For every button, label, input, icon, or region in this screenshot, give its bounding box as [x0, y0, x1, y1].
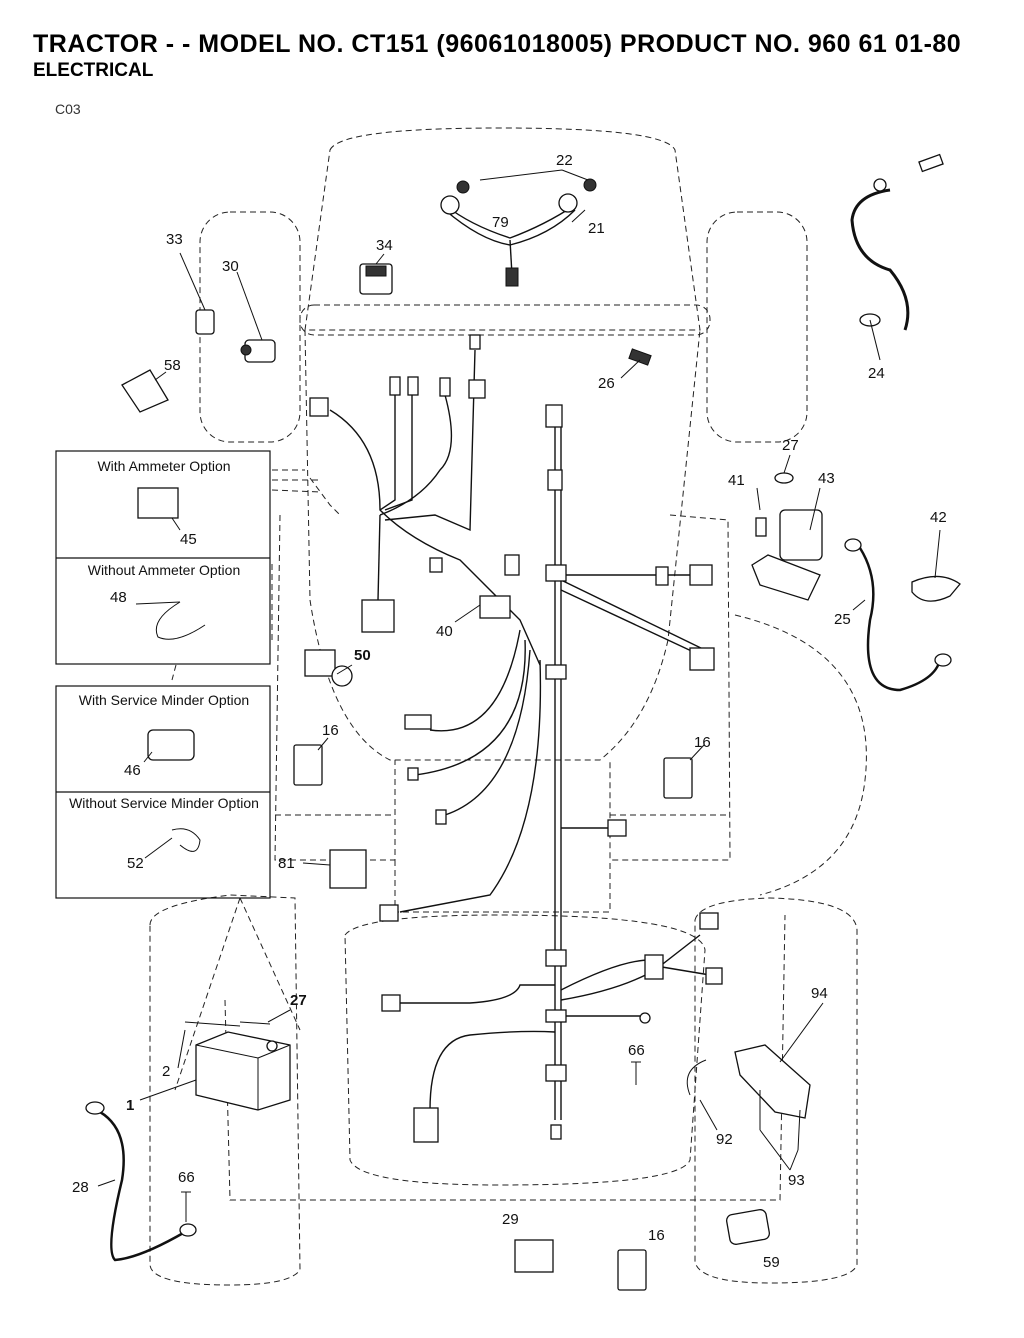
wiring-harness: [329, 349, 711, 1120]
terminal-boot-42: [911, 575, 961, 602]
label-58: 58: [164, 357, 181, 374]
label-2: 2: [162, 1063, 170, 1080]
label-46: 46: [124, 762, 141, 779]
page-title: TRACTOR - - MODEL NO. CT151 (96061018005…: [33, 30, 962, 58]
relay-81: [329, 849, 367, 889]
leader-lines: [97, 169, 941, 1187]
label-94: 94: [811, 985, 828, 1002]
ignition-key-and-switch: [195, 309, 276, 363]
label-27-top: 27: [782, 437, 799, 454]
label-79: 79: [492, 214, 509, 231]
label-42: 42: [930, 509, 947, 526]
label-34: 34: [376, 237, 393, 254]
screw-66-left: [181, 1191, 191, 1222]
label-66-left: 66: [178, 1169, 195, 1186]
module-94: [734, 1044, 811, 1151]
without-service-minder-label: Without Service Minder Option: [69, 795, 259, 811]
screw-66-right: [631, 1061, 641, 1085]
switch-29: [514, 1239, 554, 1273]
label-59: 59: [763, 1254, 780, 1271]
battery: [195, 1031, 291, 1111]
label-26: 26: [598, 375, 615, 392]
label-43: 43: [818, 470, 835, 487]
switch-34: [359, 263, 393, 295]
label-24: 24: [868, 365, 885, 382]
service-minder-option-box: [55, 685, 271, 899]
label-27-bottom: 27: [290, 992, 307, 1009]
battery-hardware: [184, 1021, 271, 1027]
with-ammeter-label: With Ammeter Option: [97, 458, 230, 474]
ground-cable-24: [850, 153, 944, 331]
label-92: 92: [716, 1131, 733, 1148]
label-29: 29: [502, 1211, 519, 1228]
fuse-26: [628, 348, 652, 366]
label-22: 22: [556, 152, 573, 169]
battery-cable-25: [844, 538, 952, 692]
label-1: 1: [126, 1097, 134, 1114]
label-93: 93: [788, 1172, 805, 1189]
connector-92: [686, 1059, 707, 1096]
without-ammeter-label: Without Ammeter Option: [88, 562, 241, 578]
label-25: 25: [834, 611, 851, 628]
relay-16-bottom: [617, 1249, 647, 1291]
with-service-minder-label: With Service Minder Option: [79, 692, 249, 708]
label-16-bottom: 16: [648, 1227, 665, 1244]
tractor-outline: [149, 127, 867, 1286]
label-41: 41: [728, 472, 745, 489]
relay-16-right: [663, 757, 693, 799]
module-50: [304, 649, 353, 687]
figure-code: C03: [55, 101, 81, 117]
ammeter-45: [137, 487, 179, 519]
part-number-labels: 22 79 21 33 30 34 58 26 24 27 41 43 42 4…: [72, 152, 947, 1271]
label-50: 50: [354, 647, 371, 664]
plug-52: [171, 828, 201, 852]
jumper-48: [155, 601, 206, 640]
label-16-left: 16: [322, 722, 339, 739]
relay-16-left: [293, 744, 323, 786]
label-28: 28: [72, 1179, 89, 1196]
label-45: 45: [180, 531, 197, 548]
label-81: 81: [278, 855, 295, 872]
battery-cable-28: [85, 1101, 197, 1262]
label-30: 30: [222, 258, 239, 275]
decal-58: [121, 369, 169, 413]
part-59: [725, 1209, 771, 1245]
starter-solenoid: [751, 472, 823, 601]
label-48: 48: [110, 589, 127, 606]
label-52: 52: [127, 855, 144, 872]
harness-connectors: [309, 334, 723, 1143]
label-21: 21: [588, 220, 605, 237]
label-16-right: 16: [694, 734, 711, 751]
page-subtitle: ELECTRICAL: [33, 60, 154, 81]
label-40: 40: [436, 623, 453, 640]
label-66-right: 66: [628, 1042, 645, 1059]
headlight-assembly: [440, 178, 597, 287]
service-minder-46: [147, 729, 195, 761]
label-33: 33: [166, 231, 183, 248]
ammeter-option-box: [55, 450, 271, 665]
